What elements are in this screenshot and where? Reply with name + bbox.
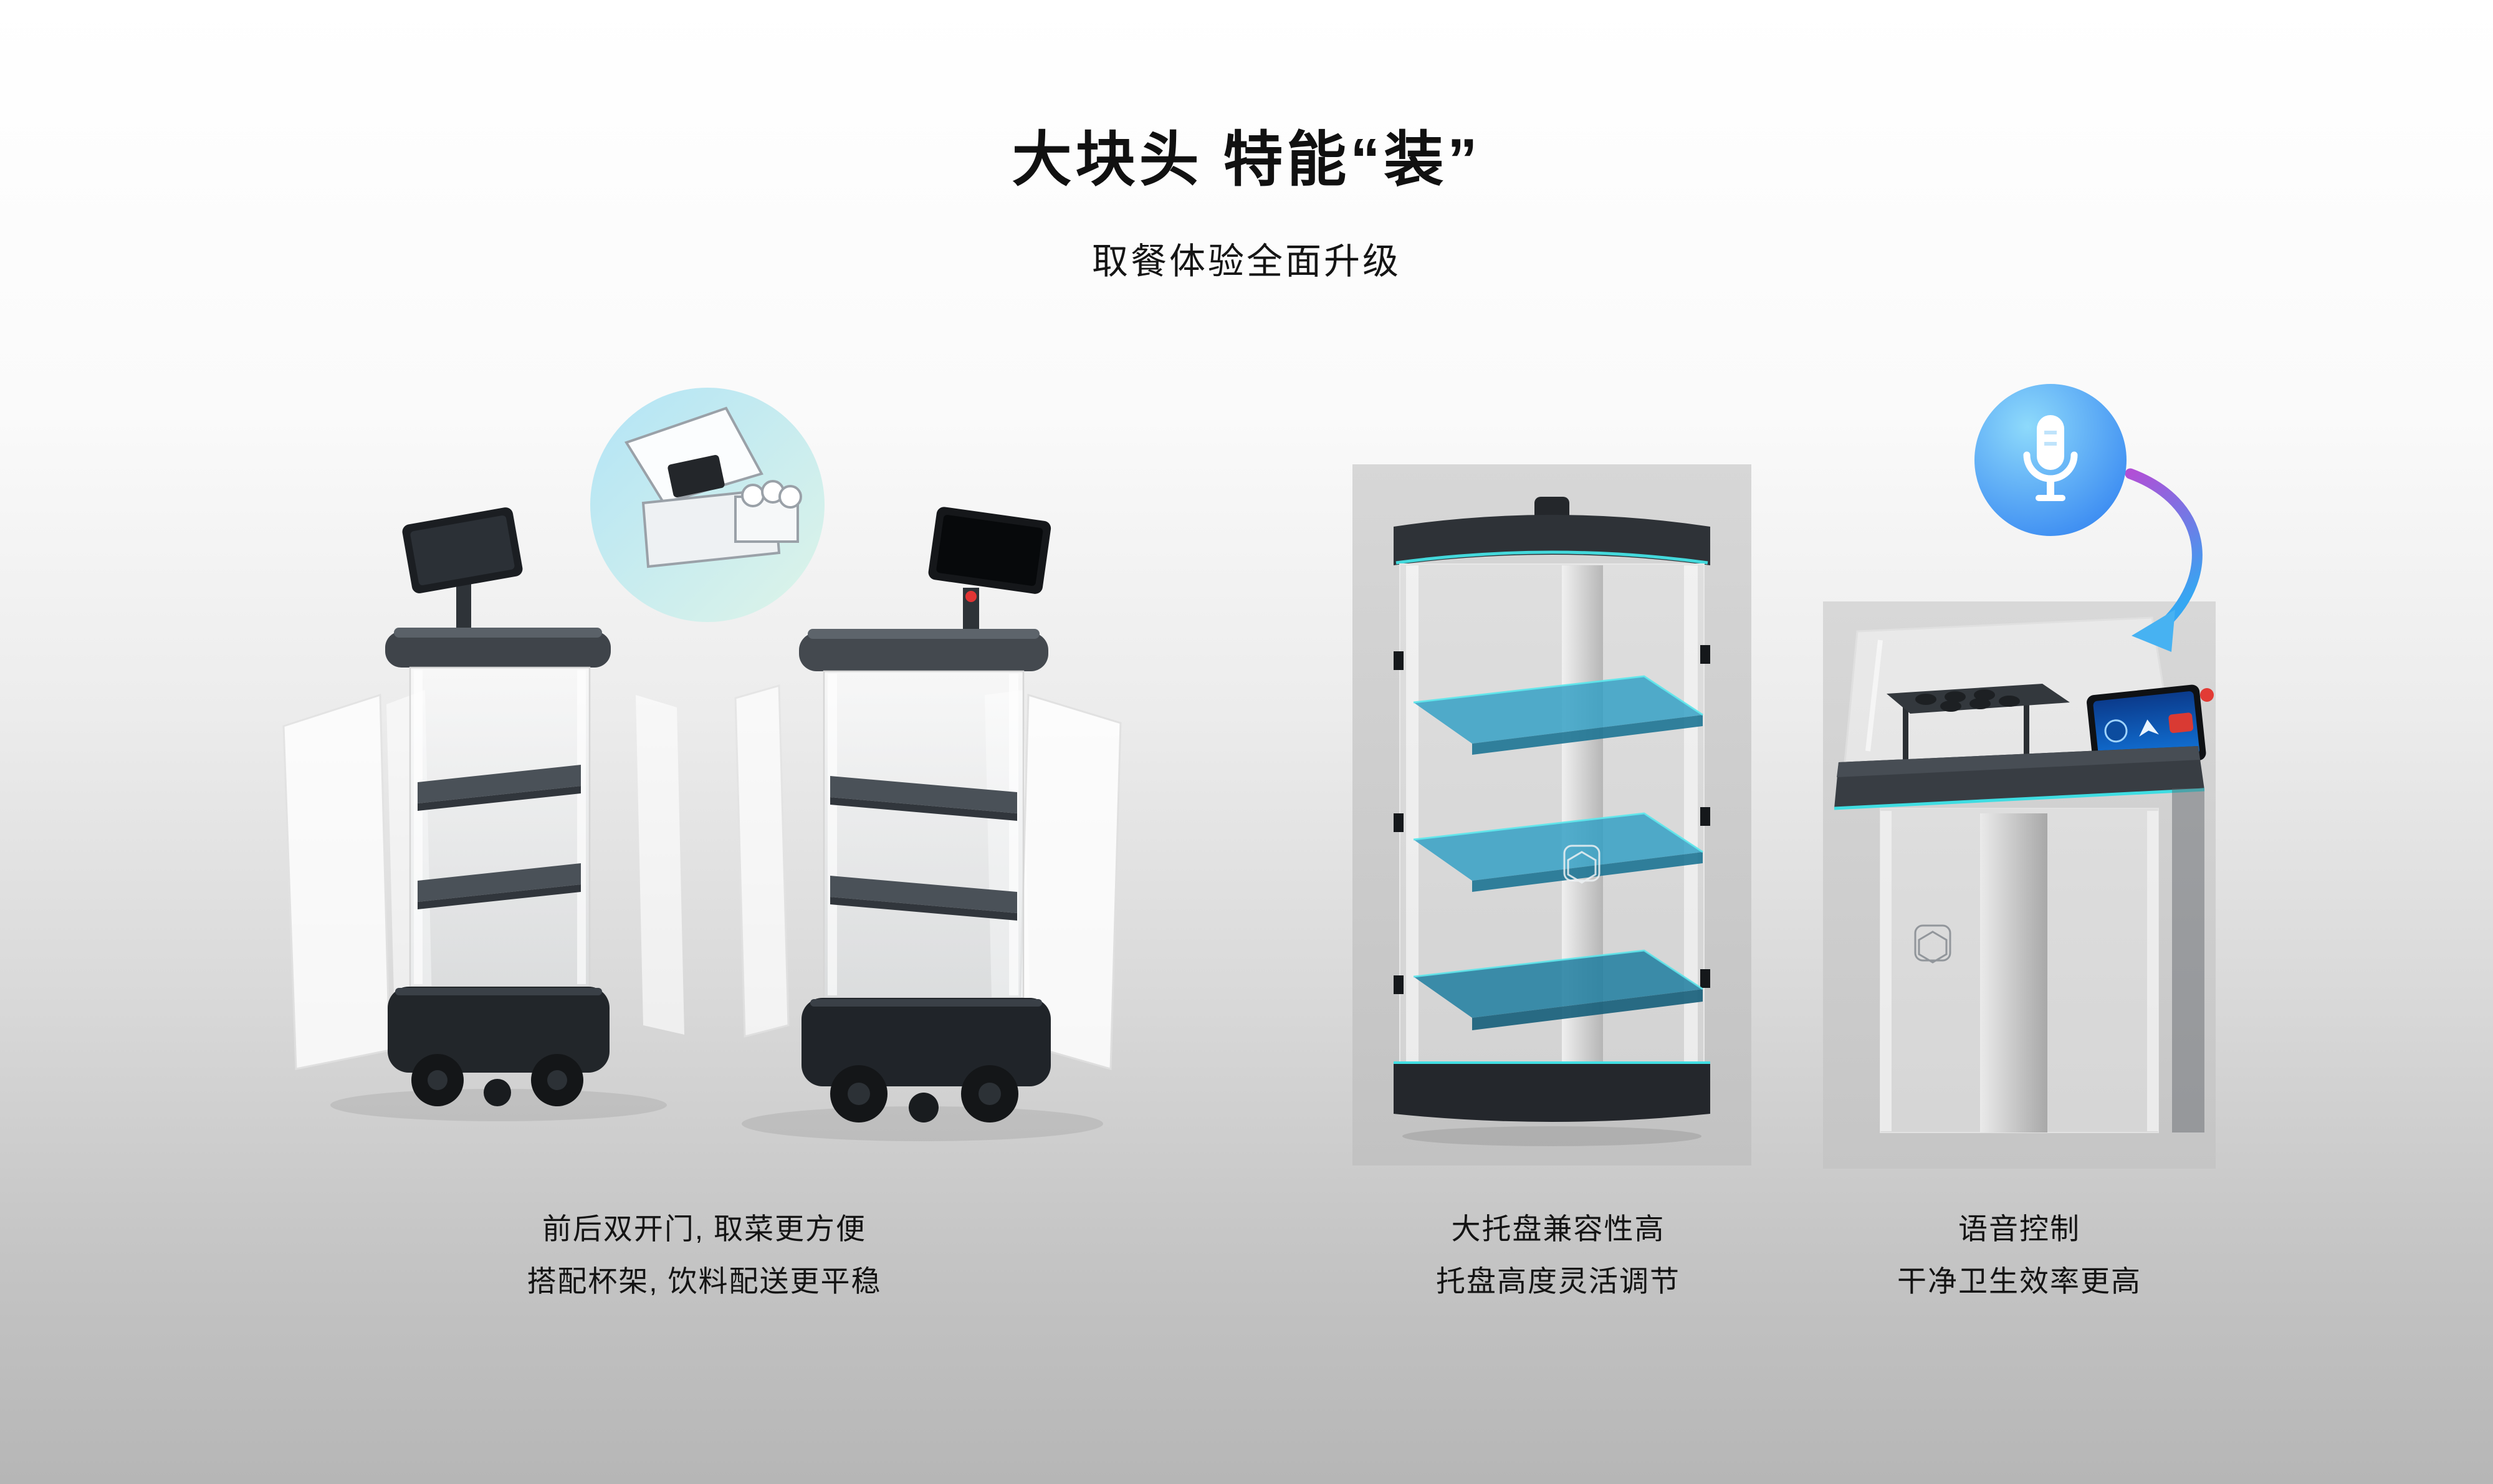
navigation-icon bbox=[2139, 719, 2160, 737]
shelf bbox=[830, 876, 1017, 913]
teal-light-strip bbox=[1834, 788, 2205, 810]
page-title: 大块头 特能“装” bbox=[1012, 127, 1481, 193]
door-panel-left bbox=[282, 693, 391, 1070]
voice-control-annotation bbox=[1945, 368, 2256, 692]
door-hinge bbox=[1700, 645, 1710, 664]
touchscreen bbox=[2087, 684, 2206, 771]
door-hinge bbox=[1394, 975, 1404, 994]
caption-line: 前后双开门, 取菜更方便 bbox=[542, 1212, 867, 1245]
user-icon bbox=[2104, 719, 2128, 743]
curved-arrow-icon bbox=[2125, 468, 2203, 652]
figure-adjustable-trays bbox=[1352, 464, 1751, 1166]
caption-voice-control: 语音控制 干净卫生效率更高 bbox=[1807, 1203, 2231, 1308]
teal-light-strip bbox=[1395, 550, 1708, 565]
caption-line: 语音控制 bbox=[1958, 1212, 2080, 1245]
tablet-screen bbox=[402, 507, 523, 593]
call-badge bbox=[2168, 712, 2194, 734]
microphone-icon bbox=[1974, 384, 2127, 536]
brand-logo bbox=[1914, 924, 1951, 964]
open-lid-sketch bbox=[624, 406, 763, 505]
tray-robot bbox=[1394, 497, 1710, 1146]
cup-sketch bbox=[778, 485, 802, 509]
caption-line: 干净卫生效率更高 bbox=[1897, 1265, 2141, 1298]
figure-voice-control bbox=[1823, 601, 2216, 1169]
door-hinge bbox=[1700, 807, 1710, 826]
screen-sketch bbox=[668, 454, 725, 498]
door-hinge bbox=[1700, 969, 1710, 988]
cupholder-callout bbox=[590, 388, 825, 622]
robot-right bbox=[734, 507, 1122, 1141]
tablet-screen bbox=[928, 507, 1051, 594]
figure-double-door-robots bbox=[262, 346, 1134, 1169]
voice-robot bbox=[1834, 616, 2214, 1133]
door-panel-left bbox=[734, 684, 790, 1038]
caption-line: 托盘高度灵活调节 bbox=[1436, 1265, 1680, 1298]
caption-tray: 大托盘兼容性高 托盘高度灵活调节 bbox=[1346, 1203, 1770, 1308]
robot-left bbox=[282, 507, 684, 1121]
cup-sketch bbox=[741, 484, 765, 507]
door-hinge bbox=[1394, 813, 1404, 832]
caption-double-doors: 前后双开门, 取菜更方便 搭配杯架, 饮料配送更平稳 bbox=[268, 1203, 1141, 1308]
emergency-stop-button bbox=[2200, 688, 2214, 702]
emergency-stop-dot bbox=[965, 591, 977, 602]
caption-line: 大托盘兼容性高 bbox=[1451, 1212, 1665, 1245]
shelf bbox=[418, 863, 581, 902]
cup-rack bbox=[1887, 684, 2070, 765]
caption-line: 搭配杯架, 饮料配送更平稳 bbox=[527, 1265, 882, 1298]
door-hinge bbox=[1394, 651, 1404, 670]
shelf bbox=[830, 776, 1017, 813]
brand-logo bbox=[1563, 845, 1601, 884]
shelf bbox=[418, 765, 581, 803]
page-subtitle: 取餐体验全面升级 bbox=[1091, 241, 1401, 282]
door-panel-right bbox=[636, 695, 684, 1035]
adjustable-trays bbox=[1413, 675, 1703, 1030]
